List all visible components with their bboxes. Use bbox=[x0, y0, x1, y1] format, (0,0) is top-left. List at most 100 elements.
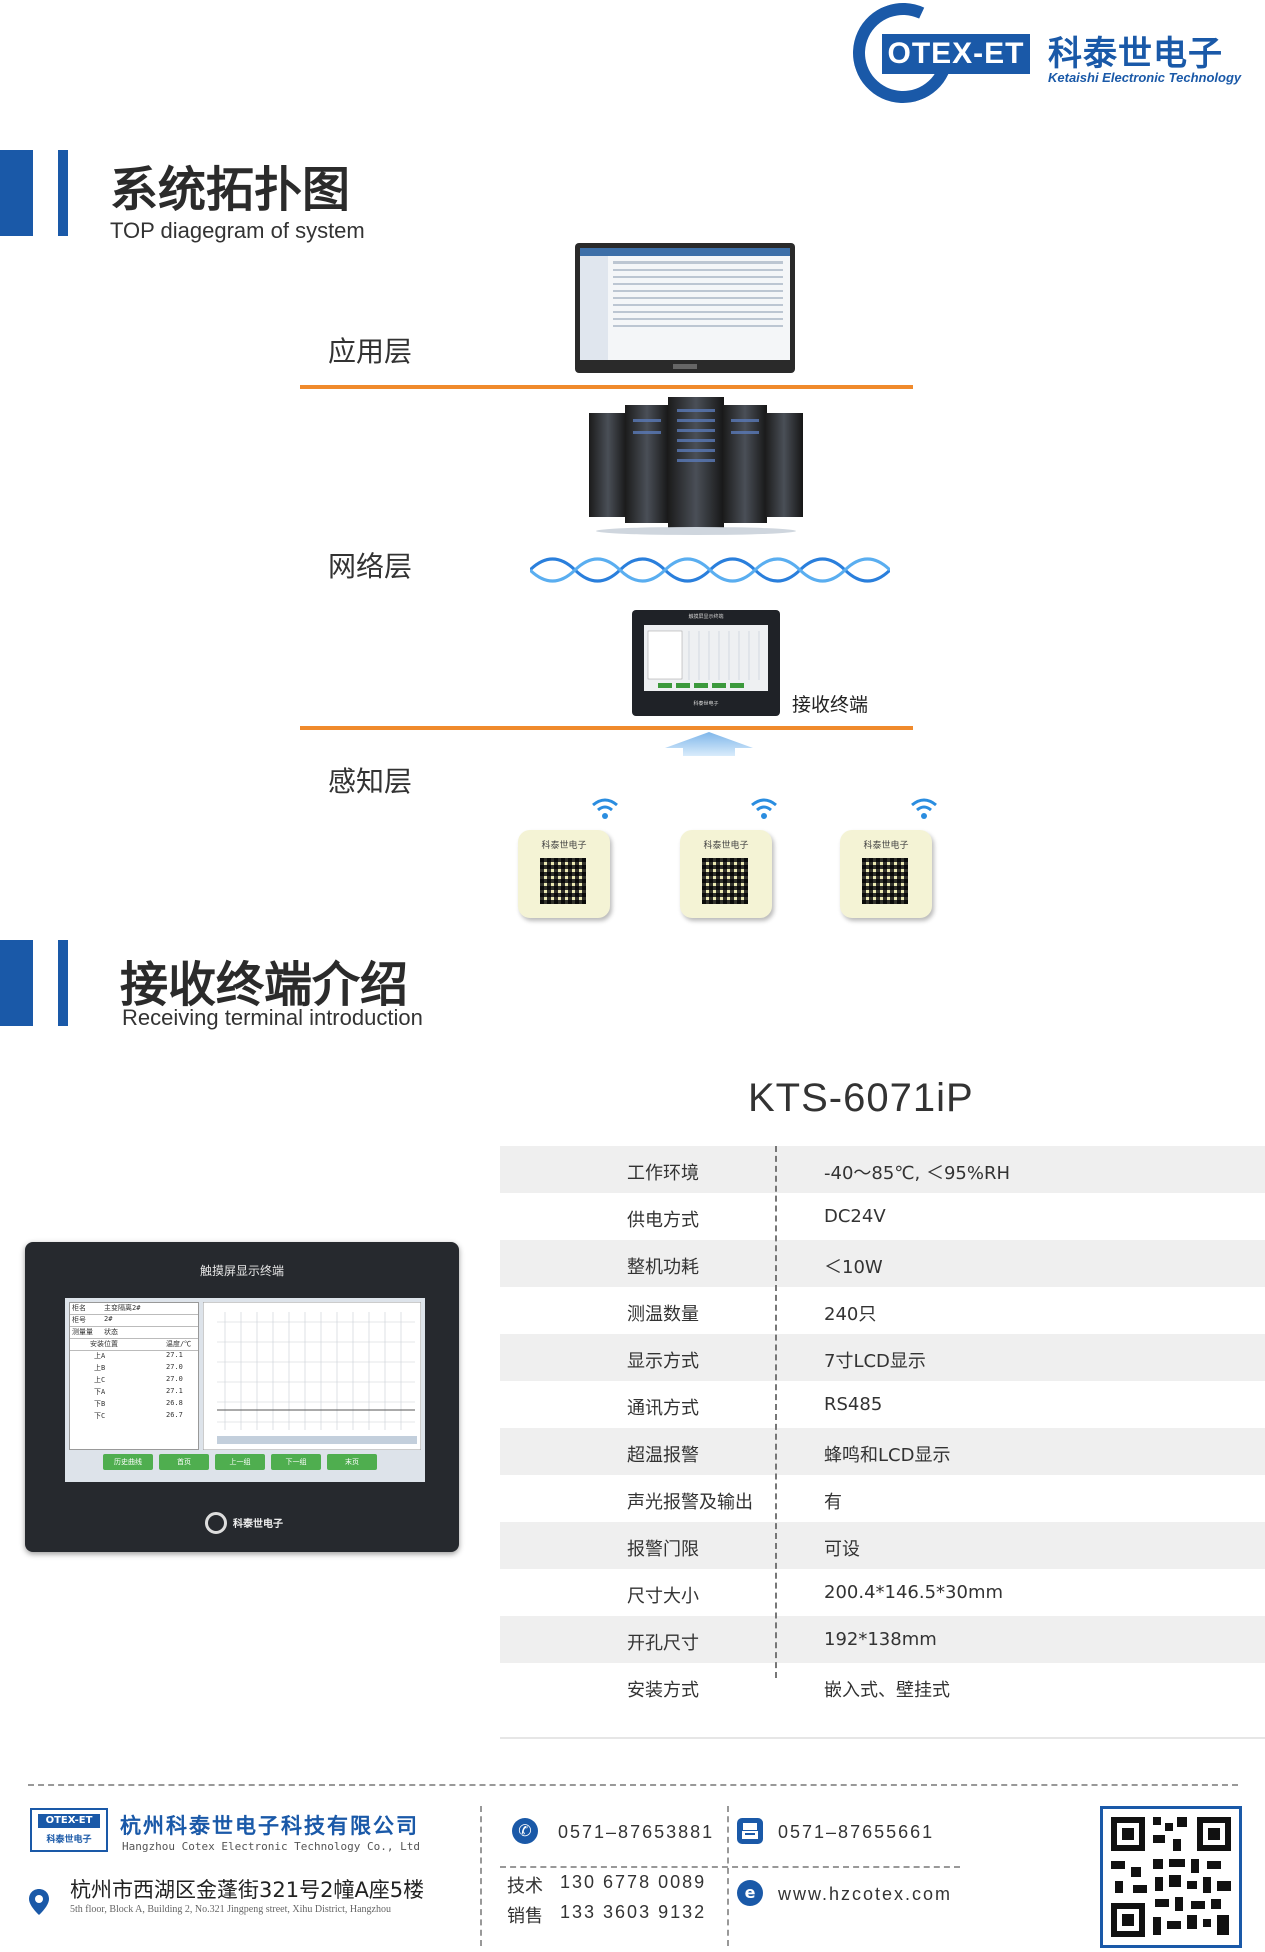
spec-bottom-rule bbox=[500, 1737, 1265, 1739]
address-cn: 杭州市西湖区金蓬街321号2幢A座5楼 bbox=[70, 1878, 425, 1902]
receiver-terminal-image: 触摸屏显示终端 科泰世电子 bbox=[632, 610, 780, 716]
sales-label: 销售 bbox=[507, 1906, 543, 1927]
website-icon: e bbox=[737, 1880, 763, 1906]
receiver-terminal-label: 接收终端 bbox=[792, 694, 869, 716]
qr-code-icon bbox=[1100, 1806, 1242, 1948]
device-title: 触摸屏显示终端 bbox=[688, 614, 724, 620]
spec-column-divider bbox=[775, 1146, 777, 1678]
info-row: 测量量 状态 bbox=[70, 1327, 198, 1339]
website-link[interactable]: www.hzcotex.com bbox=[778, 1884, 953, 1904]
device-title: 触摸屏显示终端 bbox=[199, 1264, 284, 1278]
upload-arrow-icon bbox=[665, 732, 753, 756]
sensor-label: 科泰世电子 bbox=[541, 841, 587, 851]
monitor-image bbox=[575, 243, 795, 373]
device-button-bar: 历史曲线 首页 上一组 下一组 末页 bbox=[103, 1454, 423, 1470]
section-subtitle: Receiving terminal introduction bbox=[122, 1005, 423, 1030]
footer-inner-divider bbox=[500, 1866, 960, 1868]
wireless-sensor: 科泰世电子 bbox=[518, 830, 610, 918]
history-curve-button[interactable]: 历史曲线 bbox=[103, 1454, 153, 1470]
temperature-trend-graph bbox=[203, 1302, 421, 1450]
next-group-button[interactable]: 下一组 bbox=[271, 1454, 321, 1470]
section-marker-bar bbox=[58, 940, 68, 1026]
footer-logo-cn: 科泰世电子 bbox=[46, 1835, 92, 1845]
qr-code-icon bbox=[702, 858, 748, 904]
device-brand: 科泰世电子 bbox=[693, 701, 719, 707]
wireless-wave-icon bbox=[530, 557, 890, 583]
section-title: 接收终端介绍 bbox=[120, 957, 409, 1013]
first-page-button[interactable]: 首页 bbox=[159, 1454, 209, 1470]
logo-badge: OTEX-ET bbox=[882, 34, 1030, 74]
sensor-group: 科泰世电子 科泰世电子 科泰世电子 bbox=[518, 795, 937, 925]
wifi-icon bbox=[909, 795, 939, 827]
sensor-label: 科泰世电子 bbox=[703, 841, 749, 851]
wifi-icon bbox=[590, 795, 620, 827]
table-header: 安装位置 温度/℃ bbox=[70, 1339, 198, 1351]
footer-logo: OTEX-ET 科泰世电子 bbox=[30, 1808, 108, 1852]
layer-divider bbox=[300, 385, 913, 389]
phone-icon: ✆ bbox=[512, 1818, 538, 1844]
qr-code-icon bbox=[862, 858, 908, 904]
section-title: 系统拓扑图 bbox=[110, 162, 351, 218]
phone-number[interactable]: 0571–87653881 bbox=[558, 1822, 715, 1842]
device-screen-content bbox=[647, 630, 760, 688]
company-name-en: Hangzhou Cotex Electronic Technology Co.… bbox=[122, 1840, 421, 1853]
section-marker-bar bbox=[58, 150, 68, 236]
last-page-button[interactable]: 末页 bbox=[327, 1454, 377, 1470]
location-pin-icon bbox=[28, 1888, 50, 1920]
footer-logo-badge: OTEX-ET bbox=[38, 1814, 100, 1828]
layer-network-label: 网络层 bbox=[328, 550, 413, 583]
logo-name-en: Ketaishi Electronic Technology bbox=[1048, 70, 1242, 85]
layer-divider bbox=[300, 726, 913, 730]
wireless-sensor: 科泰世电子 bbox=[680, 830, 772, 918]
model-name: KTS-6071iP bbox=[748, 1076, 974, 1120]
fax-number[interactable]: 0571–87655661 bbox=[778, 1822, 935, 1842]
monitor-screen bbox=[580, 248, 790, 369]
company-name-cn: 杭州科泰世电子科技有限公司 bbox=[120, 1814, 419, 1838]
footer-vertical-divider bbox=[480, 1806, 482, 1946]
logo-name-cn: 科泰世电子 bbox=[1048, 34, 1223, 74]
wireless-sensor: 科泰世电子 bbox=[840, 830, 932, 918]
footer-vertical-divider bbox=[727, 1806, 729, 1946]
spec-row: 声光报警及输出有 bbox=[627, 1492, 842, 1513]
qr-code-icon bbox=[540, 858, 586, 904]
spec-row: 整机功耗＜10W bbox=[500, 1240, 1265, 1287]
sales-phone[interactable]: 133 3603 9132 bbox=[560, 1902, 707, 1922]
receiver-terminal-photo: 触摸屏显示终端 柜名 主变隔离2# 柜号 2# 测量量 状态 安装位置 温度/℃… bbox=[25, 1242, 459, 1552]
prev-group-button[interactable]: 上一组 bbox=[215, 1454, 265, 1470]
footer-divider bbox=[28, 1784, 1238, 1786]
layer-application-label: 应用层 bbox=[328, 335, 413, 368]
tech-label: 技术 bbox=[507, 1876, 543, 1897]
info-row: 柜号 2# bbox=[70, 1315, 198, 1327]
info-row: 柜名 主变隔离2# bbox=[70, 1303, 198, 1315]
section-marker-bar bbox=[0, 940, 33, 1026]
layer-perception-label: 感知层 bbox=[328, 765, 413, 798]
sensor-label: 科泰世电子 bbox=[863, 841, 909, 851]
address-en: 5th floor, Block A, Building 2, No.321 J… bbox=[70, 1904, 391, 1915]
section-marker-bar bbox=[0, 150, 33, 236]
device-brand: 科泰世电子 bbox=[233, 1519, 283, 1530]
spec-row: 超温报警蜂鸣和LCD显示 bbox=[500, 1428, 1265, 1475]
device-screen bbox=[644, 625, 768, 691]
server-rack-image bbox=[589, 397, 803, 535]
spec-row: 工作环境-40～85℃, ＜95%RH bbox=[500, 1146, 1265, 1193]
fax-icon bbox=[737, 1818, 763, 1844]
device-logo-icon bbox=[205, 1512, 227, 1534]
wifi-icon bbox=[749, 795, 779, 827]
spec-row: 报警门限可设 bbox=[500, 1522, 1265, 1569]
tech-phone[interactable]: 130 6778 0089 bbox=[560, 1872, 707, 1892]
spec-row: 安装方式嵌入式、壁挂式 bbox=[627, 1680, 950, 1701]
